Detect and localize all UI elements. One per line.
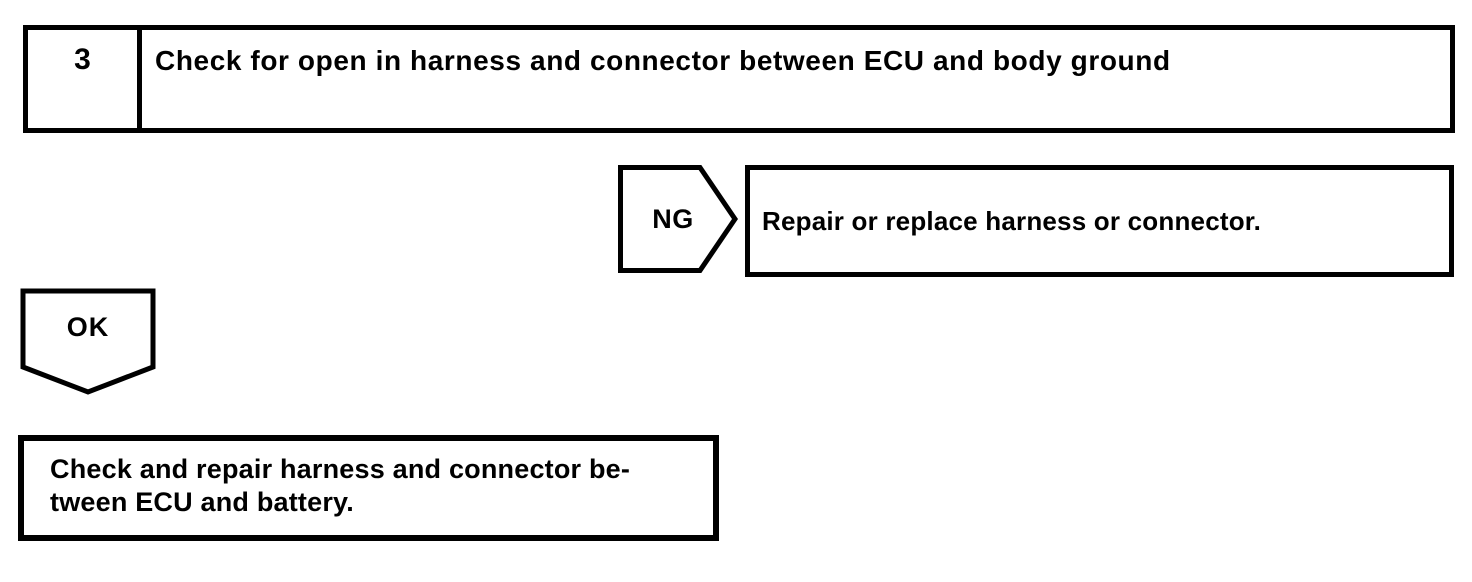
ng-pentagon-arrow-icon bbox=[618, 165, 738, 273]
ng-pentagon-outline bbox=[618, 165, 738, 273]
ok-action-box: Check and repair harness and connector b… bbox=[18, 435, 719, 541]
ok-pentagon-arrow-icon bbox=[20, 288, 156, 395]
ok-label: OK bbox=[66, 312, 110, 342]
ok-pentagon-outline bbox=[20, 288, 156, 395]
step-box: 3 Check for open in harness and connecto… bbox=[23, 25, 1455, 133]
step-number: 3 bbox=[74, 43, 91, 76]
ng-label: NG bbox=[652, 203, 694, 234]
step-number-cell: 3 bbox=[28, 30, 142, 128]
ok-action-line-2: tween ECU and battery. bbox=[50, 487, 354, 517]
step-instruction: Check for open in harness and connector … bbox=[155, 45, 1171, 76]
ng-action-box: Repair or replace harness or connector. bbox=[745, 165, 1454, 277]
ok-action-line-1: Check and repair harness and connector b… bbox=[50, 454, 631, 484]
ok-branch-pentagon: OK bbox=[20, 288, 156, 396]
ng-action-text: Repair or replace harness or connector. bbox=[762, 205, 1262, 236]
ng-branch-pentagon: NG bbox=[618, 165, 738, 273]
